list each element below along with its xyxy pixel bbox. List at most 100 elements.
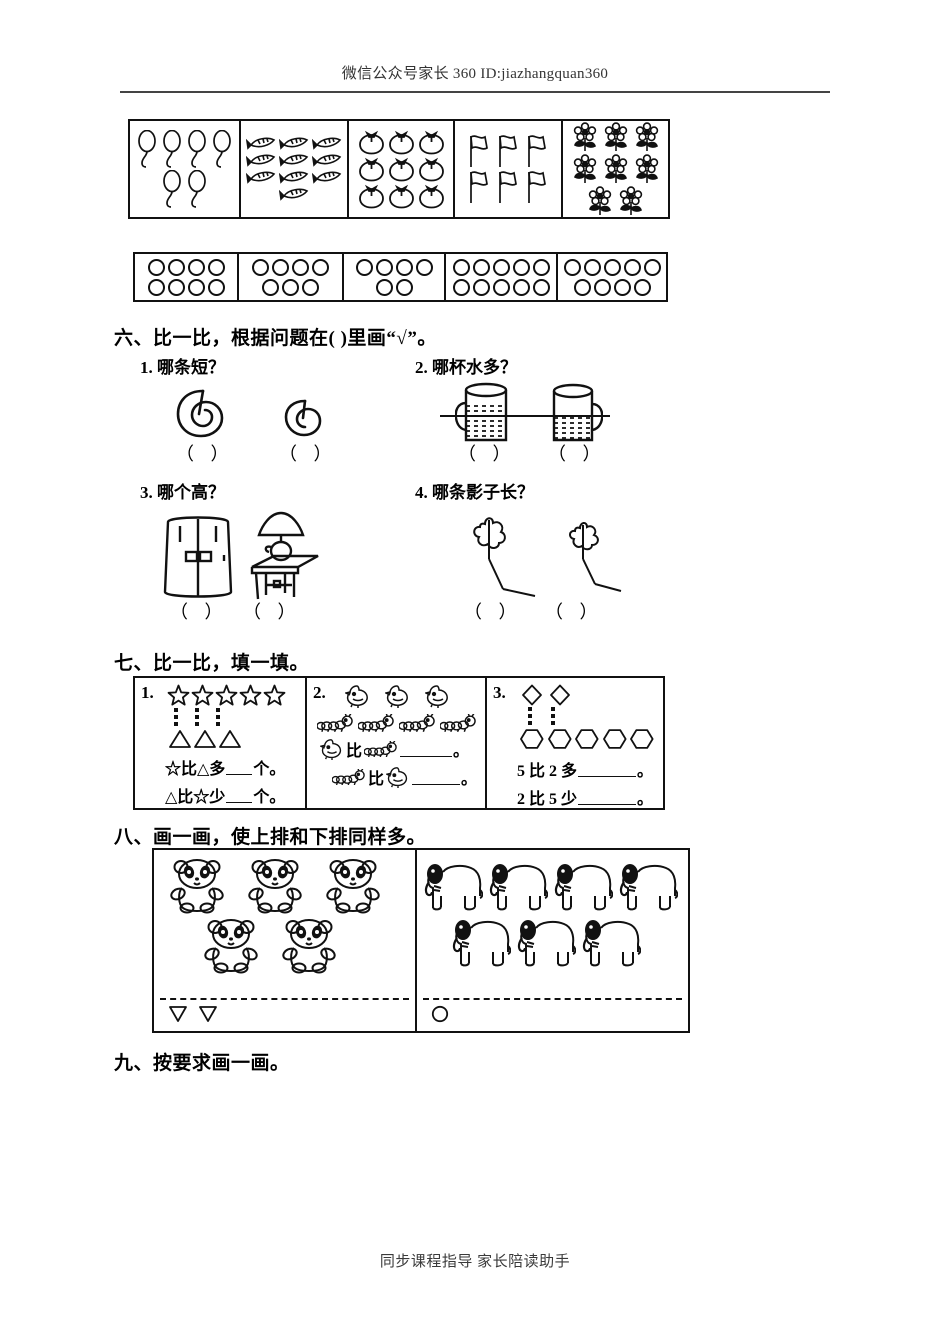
seven-cell-1-line-1-blank[interactable] — [226, 760, 253, 775]
balloon-icon — [188, 170, 206, 208]
triangle-icon — [219, 730, 241, 748]
question-6-2-label: 2. 哪杯水多？ — [415, 358, 517, 377]
elephant-rows — [417, 860, 688, 968]
answer-slot-6-2-a[interactable]: （ ） — [458, 444, 517, 464]
circle-icon — [207, 278, 225, 296]
seven-cell-3-line-2-pre: 2 比 5 少 — [517, 791, 578, 808]
seven-cell-3-bottom-shapes — [519, 728, 655, 750]
seven-cell-3-line-1-pre: 5 比 2 多 — [517, 763, 578, 780]
match-dots — [528, 707, 532, 727]
seven-cell-1: 1. ☆比△多 个。 △比☆少 个。 — [135, 678, 307, 808]
circle-icon — [395, 278, 413, 296]
circle-icon — [512, 278, 530, 296]
fish-icon — [246, 154, 276, 167]
balloon-icon — [213, 130, 231, 168]
circle-icon — [452, 258, 470, 276]
fish-icon — [279, 188, 309, 201]
triangle-down-icon — [169, 1006, 187, 1022]
chick-icon — [386, 767, 408, 788]
panda-dash-line — [160, 998, 409, 1000]
elephant-icon — [554, 864, 613, 911]
seven-cell-3-line-1-blank[interactable] — [578, 762, 637, 777]
caterpillar-icon — [358, 714, 394, 732]
seven-cell-1-line-1[interactable]: ☆比△多 个。 — [165, 755, 297, 779]
flower-icon — [573, 154, 596, 183]
seven-cell-2-line-1-blank[interactable] — [400, 742, 453, 757]
seven-cell-2-line-1-pre: 比 — [346, 743, 363, 760]
seven-cell-3-line-2-blank[interactable] — [578, 790, 637, 805]
chick-icon — [345, 685, 368, 708]
tomato-icon — [388, 184, 414, 208]
hexagon-icon — [520, 729, 544, 749]
lamp-table-icon — [250, 511, 319, 600]
diamond-icon — [550, 684, 570, 706]
seven-cell-1-line-2[interactable]: △比☆少 个。 — [165, 783, 297, 807]
elephant-panel[interactable] — [417, 850, 688, 1031]
tomato-icon — [418, 157, 444, 181]
tomato-icon — [388, 157, 414, 181]
flag-icon — [528, 135, 546, 167]
seven-cell-1-dots — [174, 708, 297, 728]
answer-slot-6-1-a[interactable]: （ ） — [176, 444, 235, 464]
circle-icon — [312, 258, 329, 276]
balloon-icon — [163, 130, 181, 168]
circle-icon — [167, 258, 185, 276]
balloon-icon — [188, 130, 206, 168]
seven-cell-2-line-2[interactable]: 比 。 — [331, 765, 477, 789]
coiled-rope-icon-long — [176, 389, 224, 438]
caterpillar-icon — [399, 714, 435, 732]
answer-slot-6-1-b[interactable]: （ ） — [279, 444, 338, 464]
animal-row — [168, 858, 415, 914]
answer-slot-6-3-a[interactable]: （ ） — [170, 602, 229, 622]
match-dots — [195, 708, 199, 728]
star-icon — [191, 684, 214, 706]
flag-icon — [528, 171, 546, 203]
answer-slot-6-3-b[interactable]: （ ） — [243, 602, 302, 622]
seven-cell-2-line-1-post: 。 — [453, 743, 470, 760]
water-reference-line — [440, 415, 610, 417]
seven-cell-3-line-2[interactable]: 2 比 5 少 。 — [517, 785, 655, 809]
panda-icon — [170, 859, 224, 914]
panda-answer-area[interactable] — [168, 1005, 218, 1023]
seven-cell-3-line-1[interactable]: 5 比 2 多 。 — [517, 757, 655, 781]
counting-circles-strip — [133, 252, 668, 302]
elephant-icon — [424, 864, 483, 911]
elephant-answer-area[interactable] — [431, 1005, 449, 1023]
elephant-icon — [517, 920, 576, 967]
panda-panel[interactable] — [154, 850, 417, 1031]
question-6-1-label: 1. 哪条短？ — [140, 358, 225, 377]
animal-row — [449, 916, 688, 968]
panda-rows — [154, 858, 415, 974]
tree-shadow-icon-right — [569, 522, 622, 592]
chick-icon — [385, 685, 408, 708]
page-footer-text: 同步课程指导 家长陪读助手 — [379, 1254, 571, 1270]
chick-icon — [425, 685, 448, 708]
count-cell-tomatoes — [349, 121, 455, 217]
answer-slot-6-4-a[interactable]: （ ） — [464, 602, 523, 622]
seven-cell-1-line-2-blank[interactable] — [226, 788, 253, 803]
mug-icon-right — [552, 383, 603, 442]
circle-icon — [492, 278, 510, 296]
answer-slot-6-2-b[interactable]: （ ） — [548, 444, 607, 464]
wardrobe-icon — [163, 516, 233, 598]
match-dots — [216, 708, 220, 728]
circle-cell-1 — [135, 254, 239, 300]
answer-slot-6-4-b[interactable]: （ ） — [545, 602, 604, 622]
circle-icon — [583, 258, 601, 276]
caterpillar-icon — [332, 769, 365, 785]
header-divider — [120, 91, 830, 93]
flower-icon — [604, 154, 627, 183]
seven-cell-1-line-1-pre: ☆比△多 — [165, 761, 226, 778]
caterpillar-icon — [317, 714, 353, 732]
caterpillar-icon — [364, 741, 397, 757]
seven-cell-2-line-2-blank[interactable] — [412, 770, 460, 785]
section-six-title: 六、比一比，根据问题在( )里画“√”。 — [114, 328, 437, 349]
flower-icon — [573, 122, 596, 151]
seven-cell-2-line-1[interactable]: 比 。 — [319, 737, 477, 761]
flower-icon — [635, 154, 658, 183]
circle-icon — [167, 278, 185, 296]
seven-cell-3-number: 3. — [493, 683, 506, 702]
elephant-dash-line — [423, 998, 682, 1000]
seven-cell-1-top-shapes — [167, 684, 297, 707]
